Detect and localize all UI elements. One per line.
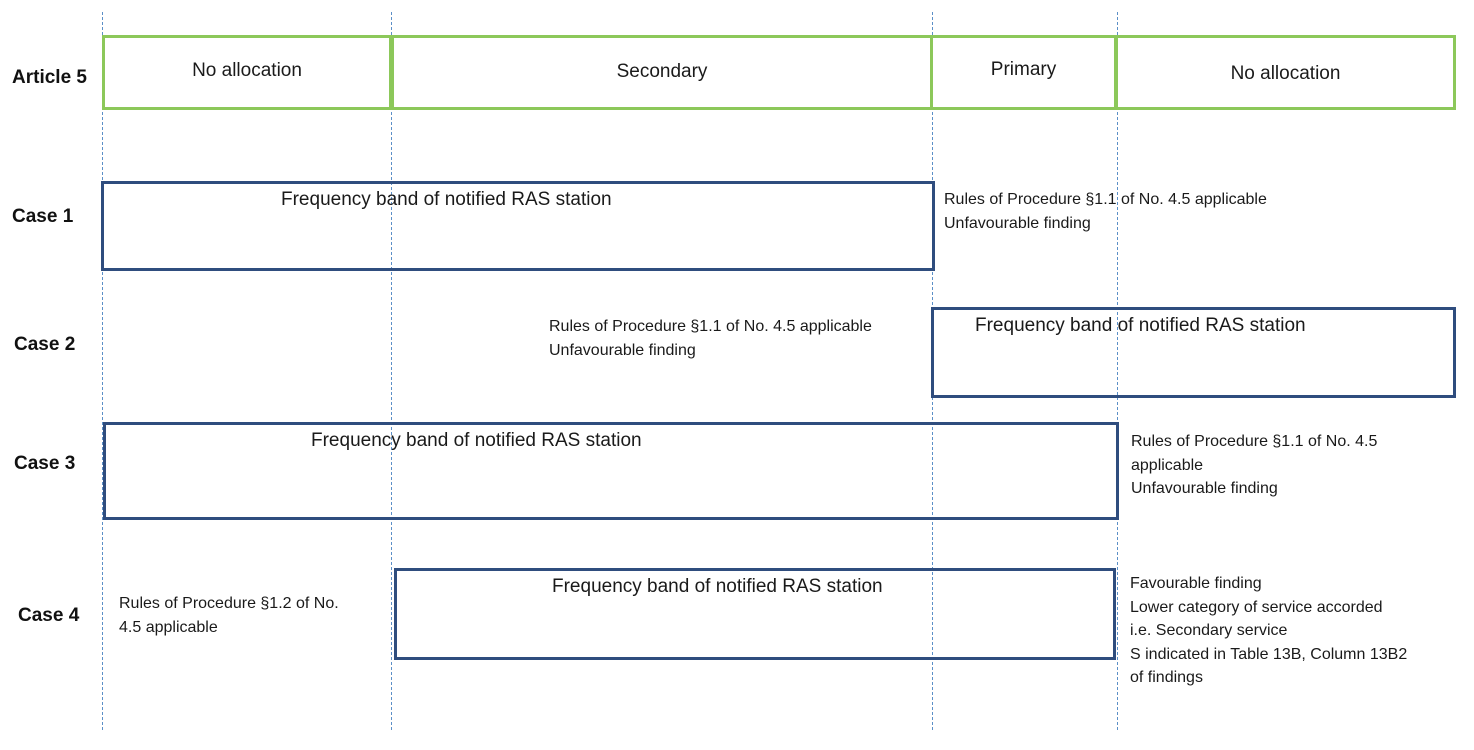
note-line: S indicated in Table 13B, Column 13B2 [1130,645,1408,663]
note-line: Rules of Procedure §1.1 of No. 4.5 appli… [944,191,1267,208]
note-line: Lower category of service accorded [1130,598,1383,616]
note-line: i.e. Secondary service [1130,622,1288,639]
article5-label: Article 5 [12,67,87,88]
note-line: Unfavourable finding [549,341,696,359]
band-label: Frequency band of notified RAS station [311,430,642,451]
note-line: Rules of Procedure §1.1 of No. 4.5 [1131,433,1378,450]
case3-frequency-band: Frequency band of notified RAS station [103,422,1119,520]
note-line: Favourable finding [1130,575,1262,592]
note-line: 4.5 applicable [119,618,218,636]
case1-note: Rules of Procedure §1.1 of No. 4.5 appli… [944,188,1267,235]
article5-segment-no-allocation-right: No allocation [1115,35,1456,110]
case3-label: Case 3 [14,453,76,474]
boundary-line-4 [1117,12,1118,730]
case4-note: Favourable finding Lower category of ser… [1130,572,1407,690]
note-line: Unfavourable finding [1131,480,1278,497]
note-line: Rules of Procedure §1.1 of No. 4.5 appli… [549,318,872,335]
article5-segment-no-allocation-left: No allocation [102,35,392,110]
case2-frequency-band: Frequency band of notified RAS station [931,307,1456,398]
case4-label: Case 4 [18,605,80,626]
band-label: Frequency band of notified RAS station [281,189,612,210]
case1-label: Case 1 [12,206,74,227]
case2-note: Rules of Procedure §1.1 of No. 4.5 appli… [549,315,872,362]
note-line: Unfavourable finding [944,214,1091,232]
boundary-line-1 [102,12,103,730]
segment-label: Secondary [616,61,708,82]
case2-label: Case 2 [14,334,76,355]
case3-note: Rules of Procedure §1.1 of No. 4.5 appli… [1131,430,1377,501]
article5-segment-primary: Primary [930,35,1117,110]
boundary-line-2 [391,12,392,730]
case4-left-note: Rules of Procedure §1.2 of No. 4.5 appli… [119,592,339,639]
note-line: of findings [1130,669,1203,686]
segment-label: No allocation [1230,63,1341,84]
case4-frequency-band: Frequency band of notified RAS station [394,568,1116,660]
article5-segment-secondary: Secondary [391,35,933,110]
case1-frequency-band: Frequency band of notified RAS station [101,181,935,271]
note-line: Rules of Procedure §1.2 of No. [119,595,339,612]
band-label: Frequency band of notified RAS station [552,576,883,597]
segment-label: Primary [990,59,1057,80]
note-line: applicable [1131,456,1204,474]
segment-label: No allocation [192,60,302,81]
band-label: Frequency band of notified RAS station [975,315,1306,336]
